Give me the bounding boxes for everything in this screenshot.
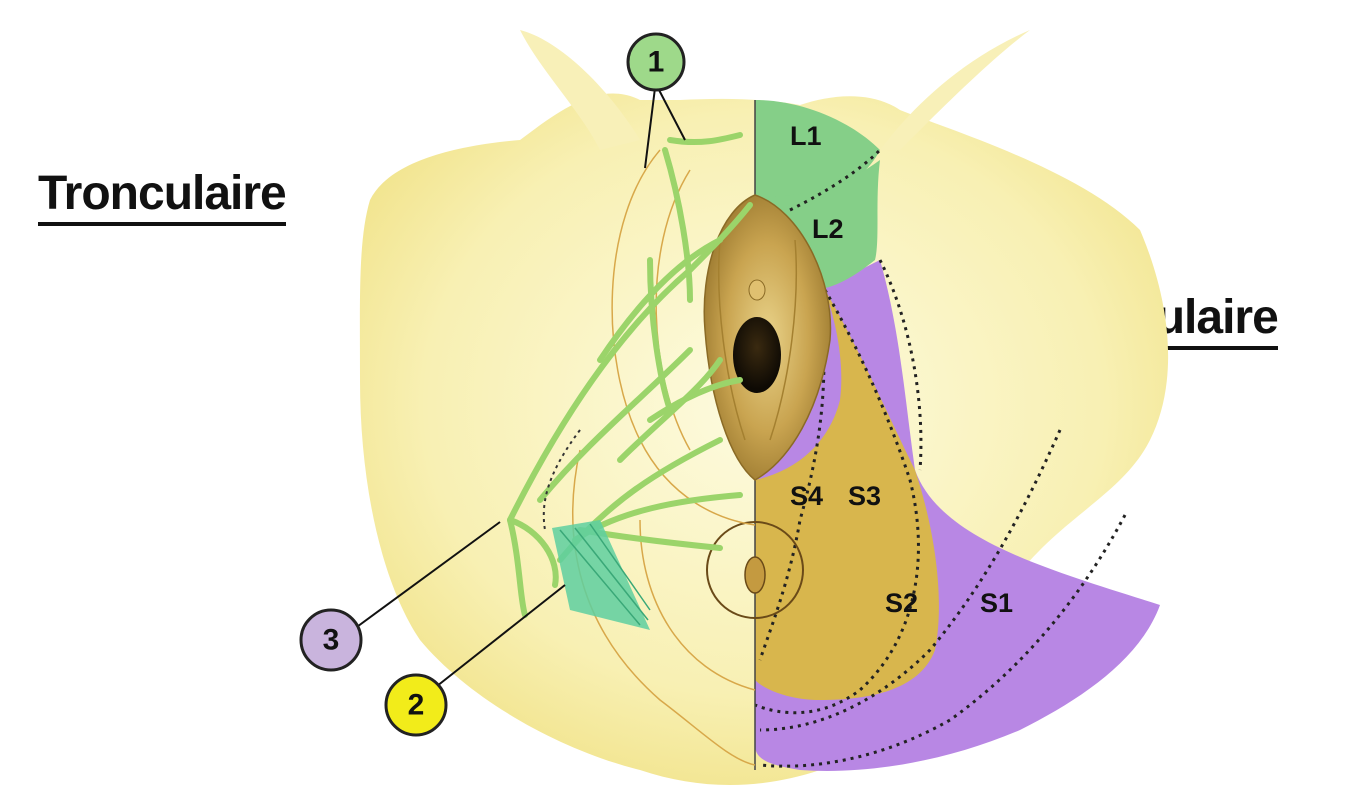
zone-label-s3: S3: [848, 481, 881, 511]
zone-label-s2: S2: [885, 588, 918, 618]
callout-3: 3: [299, 521, 501, 672]
callout-1-label: 1: [648, 46, 665, 79]
callout-2-label: 2: [408, 689, 425, 722]
zone-l1: [755, 100, 880, 205]
radicular-zones: [754, 100, 1160, 771]
zone-label-s4: S4: [790, 481, 823, 511]
central-anatomy: [572, 149, 832, 766]
zone-s2-s3: [755, 290, 939, 700]
zone-label-l1: L1: [790, 121, 822, 151]
tronculaire-heading: Tronculaire: [38, 168, 287, 226]
callout-1: 1: [626, 32, 686, 169]
callout-2: 2: [384, 584, 566, 737]
teal-muscle: [552, 520, 650, 630]
callout-3-label: 3: [323, 624, 340, 657]
zone-label-s1: S1: [980, 588, 1013, 618]
zone-label-l2: L2: [812, 214, 844, 244]
